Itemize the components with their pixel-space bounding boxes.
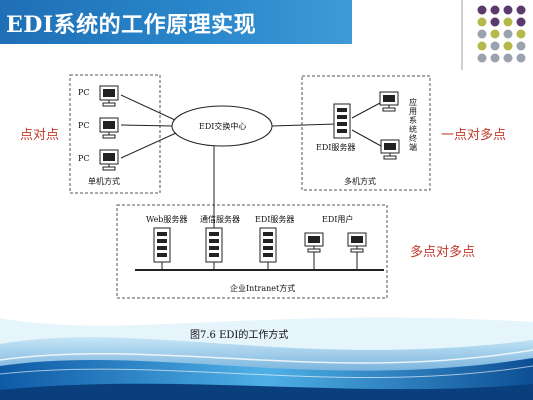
decorative-dot bbox=[477, 29, 487, 39]
one-to-many-label: 一点对多点 bbox=[441, 128, 507, 143]
decorative-dot-grid bbox=[461, 0, 526, 70]
decorative-dot bbox=[516, 29, 526, 39]
single-machine-box bbox=[69, 74, 161, 194]
terminal-icon bbox=[380, 139, 400, 160]
edi-user-icon bbox=[304, 232, 324, 253]
edi-server-icon bbox=[333, 103, 351, 139]
edi-network-diagram bbox=[69, 74, 431, 299]
pc-icon bbox=[99, 117, 119, 139]
intranet-box bbox=[116, 204, 388, 299]
pc-label: PC bbox=[78, 88, 90, 97]
single-machine-label: 单机方式 bbox=[88, 177, 120, 186]
terminal-icon bbox=[379, 91, 399, 112]
pc-icon bbox=[99, 85, 119, 107]
decorative-dot bbox=[490, 41, 500, 51]
decorative-dot bbox=[516, 41, 526, 51]
decorative-dot bbox=[477, 53, 487, 63]
multi-machine-box bbox=[301, 75, 431, 191]
edi-server-bottom-icon bbox=[259, 227, 277, 263]
decorative-dot bbox=[516, 17, 526, 27]
decorative-dot bbox=[503, 17, 513, 27]
decorative-dot bbox=[516, 53, 526, 63]
edi-user-icon bbox=[347, 232, 367, 253]
figure-caption: 图7.6 EDI的工作方式 bbox=[190, 330, 289, 341]
decorative-dot bbox=[490, 5, 500, 15]
multi-machine-label: 多机方式 bbox=[344, 177, 376, 186]
web-server-label: Web服务器 bbox=[146, 215, 188, 224]
decorative-dot bbox=[490, 53, 500, 63]
comm-server-icon bbox=[205, 227, 223, 263]
decorative-dot bbox=[477, 5, 487, 15]
many-to-many-label: 多点对多点 bbox=[410, 245, 476, 260]
web-server-icon bbox=[153, 227, 171, 263]
decorative-dot bbox=[516, 5, 526, 15]
point-to-point-label: 点对点 bbox=[20, 128, 60, 143]
intranet-label: 企业Intranet方式 bbox=[230, 284, 296, 293]
pc-label: PC bbox=[78, 121, 90, 130]
comm-server-label: 通信服务器 bbox=[200, 215, 240, 224]
hub-label: EDI交换中心 bbox=[199, 122, 247, 131]
decorative-dot bbox=[503, 29, 513, 39]
slide-title: EDI系统的工作原理实现 bbox=[6, 12, 257, 38]
edi-server-bottom-label: EDI服务器 bbox=[255, 215, 295, 224]
pc-icon bbox=[99, 149, 119, 171]
decorative-dot bbox=[503, 41, 513, 51]
edi-server-top-label: EDI服务器 bbox=[316, 143, 356, 152]
decorative-dot bbox=[477, 41, 487, 51]
terminal-vertical-label: 应用系统终端 bbox=[409, 98, 417, 152]
decorative-dot bbox=[503, 53, 513, 63]
decorative-dot bbox=[503, 5, 513, 15]
decorative-dot bbox=[490, 17, 500, 27]
edi-user-label: EDI用户 bbox=[322, 215, 354, 224]
decorative-dot bbox=[477, 17, 487, 27]
decorative-dot bbox=[490, 29, 500, 39]
title-banner: EDI系统的工作原理实现 bbox=[0, 0, 352, 44]
decorative-wave-background bbox=[0, 317, 533, 400]
pc-label: PC bbox=[78, 154, 90, 163]
